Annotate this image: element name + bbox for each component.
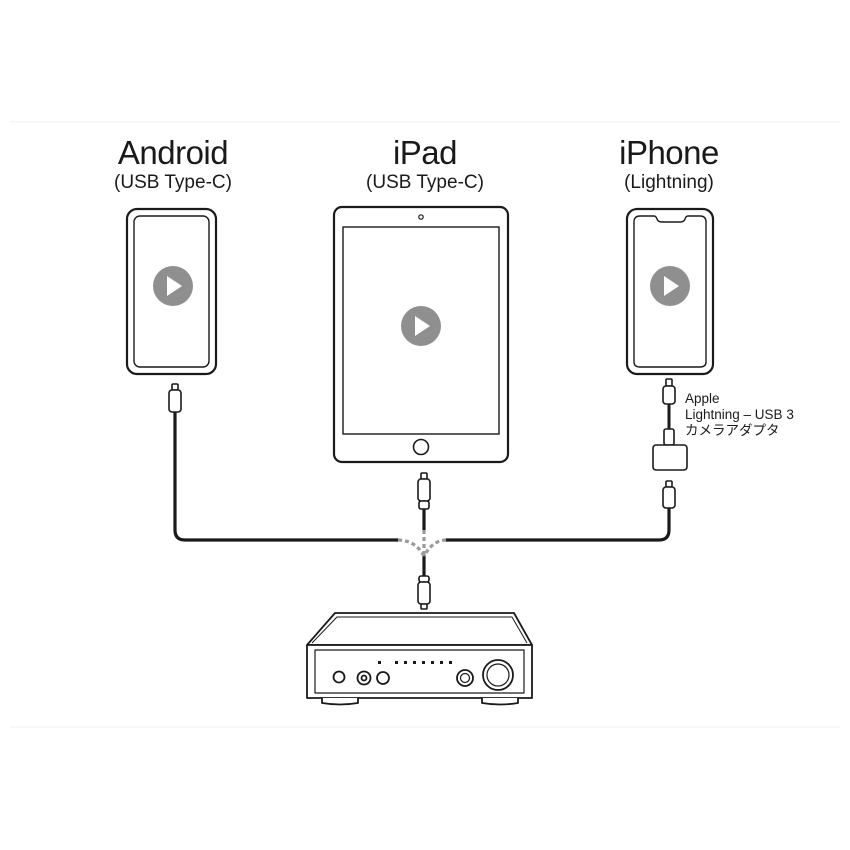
android-cable bbox=[173, 411, 400, 542]
ipad-tablet bbox=[332, 205, 510, 464]
android-phone bbox=[125, 207, 218, 376]
usb-c-plug-icon bbox=[168, 383, 182, 413]
cables bbox=[173, 402, 671, 577]
iphone-cable bbox=[444, 505, 671, 542]
iphone-port-label: (Lightning) bbox=[624, 172, 714, 193]
adapter-label-line2: Lightning – USB 3 bbox=[685, 407, 794, 422]
amp-indicator-leds bbox=[378, 661, 452, 664]
iphone-phone bbox=[625, 207, 715, 376]
play-icon bbox=[401, 306, 441, 346]
usb-c-plug-icon bbox=[417, 575, 431, 610]
android-port-label: (USB Type-C) bbox=[114, 172, 232, 193]
play-icon bbox=[650, 266, 690, 306]
play-icon bbox=[153, 266, 193, 306]
camera-adapter-icon bbox=[652, 428, 688, 471]
ipad-port-label: (USB Type-C) bbox=[366, 172, 484, 193]
usb-c-plug-icon bbox=[417, 472, 431, 510]
adapter-label: Apple Lightning – USB 3 カメラアダプタ bbox=[685, 391, 794, 439]
android-label: Android bbox=[117, 134, 229, 171]
adapter-label-line1: Apple bbox=[685, 391, 720, 406]
lightning-plug-icon bbox=[662, 378, 676, 405]
amplifier-icon bbox=[306, 612, 533, 706]
adapter-label-line3: カメラアダプタ bbox=[685, 423, 780, 438]
usb-c-plug-icon bbox=[662, 480, 676, 509]
ipad-label: iPad bbox=[392, 134, 458, 171]
iphone-label: iPhone bbox=[619, 134, 719, 171]
cable-junction bbox=[397, 530, 447, 557]
